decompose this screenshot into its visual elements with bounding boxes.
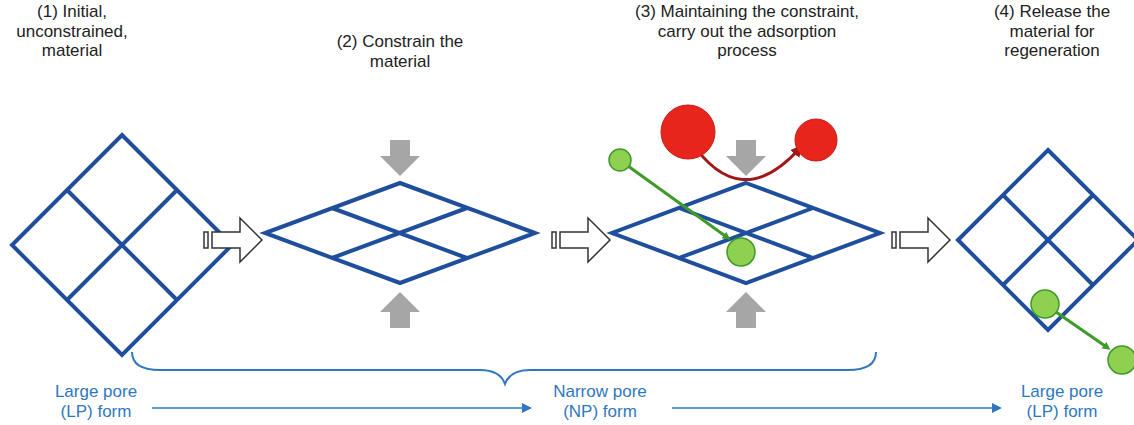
step-heading: (2) Constrain the material bbox=[330, 32, 470, 71]
progress-arrow bbox=[152, 407, 530, 409]
release-path bbox=[1056, 312, 1108, 348]
progress-arrow bbox=[672, 407, 1000, 409]
small-molecule bbox=[727, 238, 755, 266]
form-label: Narrow pore (NP) form bbox=[540, 382, 660, 421]
form-label: Large pore (LP) form bbox=[1007, 382, 1117, 421]
constraint-arrow bbox=[380, 140, 766, 328]
large-molecule bbox=[661, 105, 715, 159]
adsorption-path bbox=[628, 166, 728, 238]
small-molecule bbox=[1031, 290, 1059, 318]
small-molecule bbox=[609, 149, 631, 171]
lattice-inner bbox=[67, 190, 177, 300]
stage-bracket bbox=[132, 352, 876, 384]
large-molecule bbox=[795, 119, 837, 161]
large-pore-lattice bbox=[12, 135, 232, 355]
narrow-pore-lattice bbox=[265, 183, 535, 283]
lattice-inner bbox=[332, 208, 467, 258]
step-heading: (4) Release the material for regeneratio… bbox=[977, 2, 1127, 61]
lattice-inner bbox=[1003, 195, 1093, 285]
small-molecule bbox=[1108, 346, 1134, 374]
step-heading: (1) Initial, unconstrained, material bbox=[4, 2, 140, 61]
step-heading: (3) Maintaining the constraint, carry ou… bbox=[632, 2, 862, 61]
form-label: Large pore (LP) form bbox=[41, 382, 151, 421]
narrow-pore-lattice bbox=[612, 183, 880, 283]
large-pore-lattice bbox=[958, 150, 1134, 330]
step-arrow bbox=[204, 218, 950, 262]
